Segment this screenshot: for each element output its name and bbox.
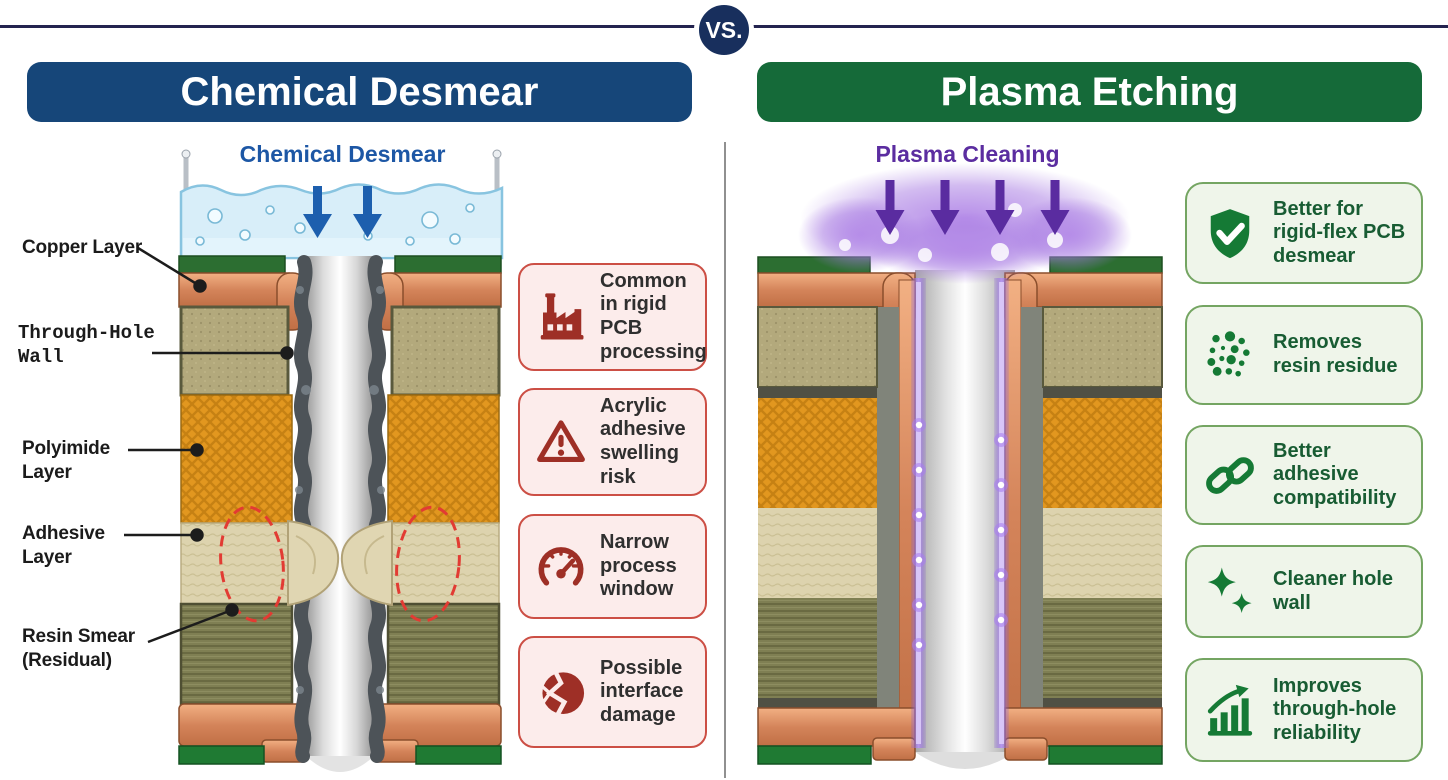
chain-link-icon: [1199, 447, 1261, 503]
residue-dots-icon: [1199, 327, 1261, 383]
pcb-left-stack: [757, 256, 916, 765]
down-arrow-icon: [303, 186, 382, 238]
pcb-right-stack: [1004, 256, 1163, 765]
warning-icon: [532, 415, 590, 469]
left-point-gauge: Narrow process window: [518, 514, 707, 619]
shield-check-icon: [1199, 205, 1261, 261]
interface-damage-icon: [532, 665, 590, 719]
through-hole-barrel: [306, 256, 374, 756]
left-point-text: Possible interface damage: [600, 656, 684, 726]
right-point-text: Cleaner hole wall: [1273, 567, 1394, 614]
left-point-text: Common in rigid PCB processing: [600, 269, 707, 363]
chemical-desmear-diagram-label: Chemical Desmear: [239, 141, 446, 167]
right-point-text: Improves through-hole reliability: [1273, 674, 1397, 744]
pcb-right-stack: [373, 255, 502, 765]
label-resin-smear: Resin Smear (Residual): [22, 626, 135, 671]
plasma-etching-illustration: [757, 163, 1163, 769]
pcb-left-stack: [178, 255, 307, 765]
right-point-residue: Removes resin residue: [1185, 305, 1423, 405]
resin-smear: [294, 255, 386, 763]
vs-badge: VS.: [694, 0, 754, 60]
gauge-icon: [532, 540, 590, 594]
left-banner: Chemical Desmear: [27, 62, 692, 122]
right-point-shield: Better for rigid-flex PCB desmear: [1185, 182, 1423, 284]
left-point-warning: Acrylic adhesive swelling risk: [518, 388, 707, 496]
left-point-damage: Possible interface damage: [518, 636, 707, 748]
label-adhesive-layer: Adhesive Layer: [22, 523, 105, 568]
right-banner-title: Plasma Etching: [940, 69, 1239, 114]
factory-icon: [532, 290, 590, 344]
right-point-text: Better adhesive compatibility: [1273, 439, 1397, 509]
left-point-text: Narrow process window: [600, 531, 677, 601]
sparkles-icon: [1199, 564, 1261, 620]
right-point-text: Removes resin residue: [1273, 331, 1398, 377]
label-polyimide-layer: Polyimide Layer: [22, 438, 110, 483]
right-point-cleaner: Cleaner hole wall: [1185, 545, 1423, 638]
plasma-cloud: [798, 163, 1132, 284]
right-point-text: Better for rigid-flex PCB desmear: [1273, 197, 1406, 267]
chemical-bath: [179, 149, 504, 260]
left-point-factory: Common in rigid PCB processing: [518, 263, 707, 371]
smear-highlights: [295, 286, 385, 694]
label-copper-layer: Copper Layer: [22, 237, 143, 258]
adhesive-bulge: [287, 519, 393, 607]
chemical-desmear-illustration: [124, 149, 504, 772]
bubbles: [195, 203, 475, 246]
plasma-dots: [912, 418, 1008, 652]
bar-chart-growth-icon: [1199, 682, 1261, 738]
label-through-hole-wall: Through-Hole Wall: [18, 322, 155, 368]
right-point-adhesive: Better adhesive compatibility: [1185, 425, 1423, 525]
left-banner-title: Chemical Desmear: [180, 69, 539, 114]
label-connectors: [124, 246, 294, 644]
right-banner: Plasma Etching: [757, 62, 1422, 122]
right-point-reliability: Improves through-hole reliability: [1185, 658, 1423, 762]
plasma-cleaning-diagram-label: Plasma Cleaning: [875, 141, 1060, 167]
plasma-arrow-icon: [875, 180, 1070, 235]
center-divider: [724, 142, 726, 778]
left-point-text: Acrylic adhesive swelling risk: [600, 394, 686, 488]
